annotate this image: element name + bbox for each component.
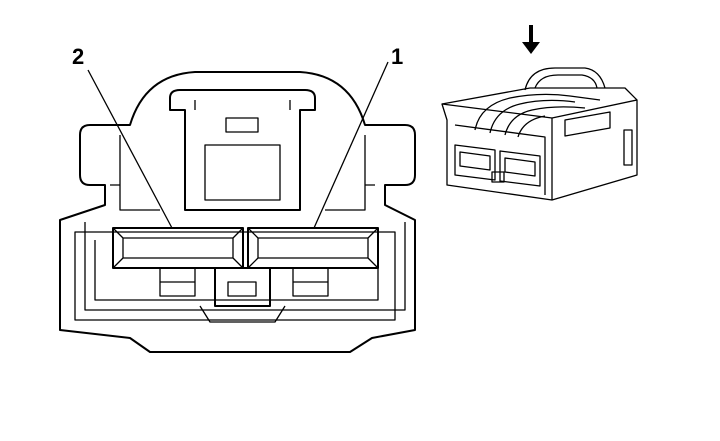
pin-1-leader-line: [313, 61, 389, 229]
terminal-cavity-2: [112, 227, 244, 297]
connector-inner-housing: [74, 231, 396, 321]
terminal-cavity-1: [247, 227, 379, 297]
connector-housing-outline: [59, 71, 416, 353]
connector-iso-view: [441, 25, 638, 201]
pin-1-label: 1: [391, 44, 403, 69]
connector-latch: [169, 89, 316, 211]
down-arrow-icon: [522, 25, 540, 54]
center-lock: [214, 267, 271, 307]
pin-2-label: 2: [72, 44, 84, 69]
pin-2-leader-line: [87, 69, 173, 229]
iso-connector-body: [441, 87, 638, 201]
connector-front-view: 2 1: [59, 44, 416, 353]
